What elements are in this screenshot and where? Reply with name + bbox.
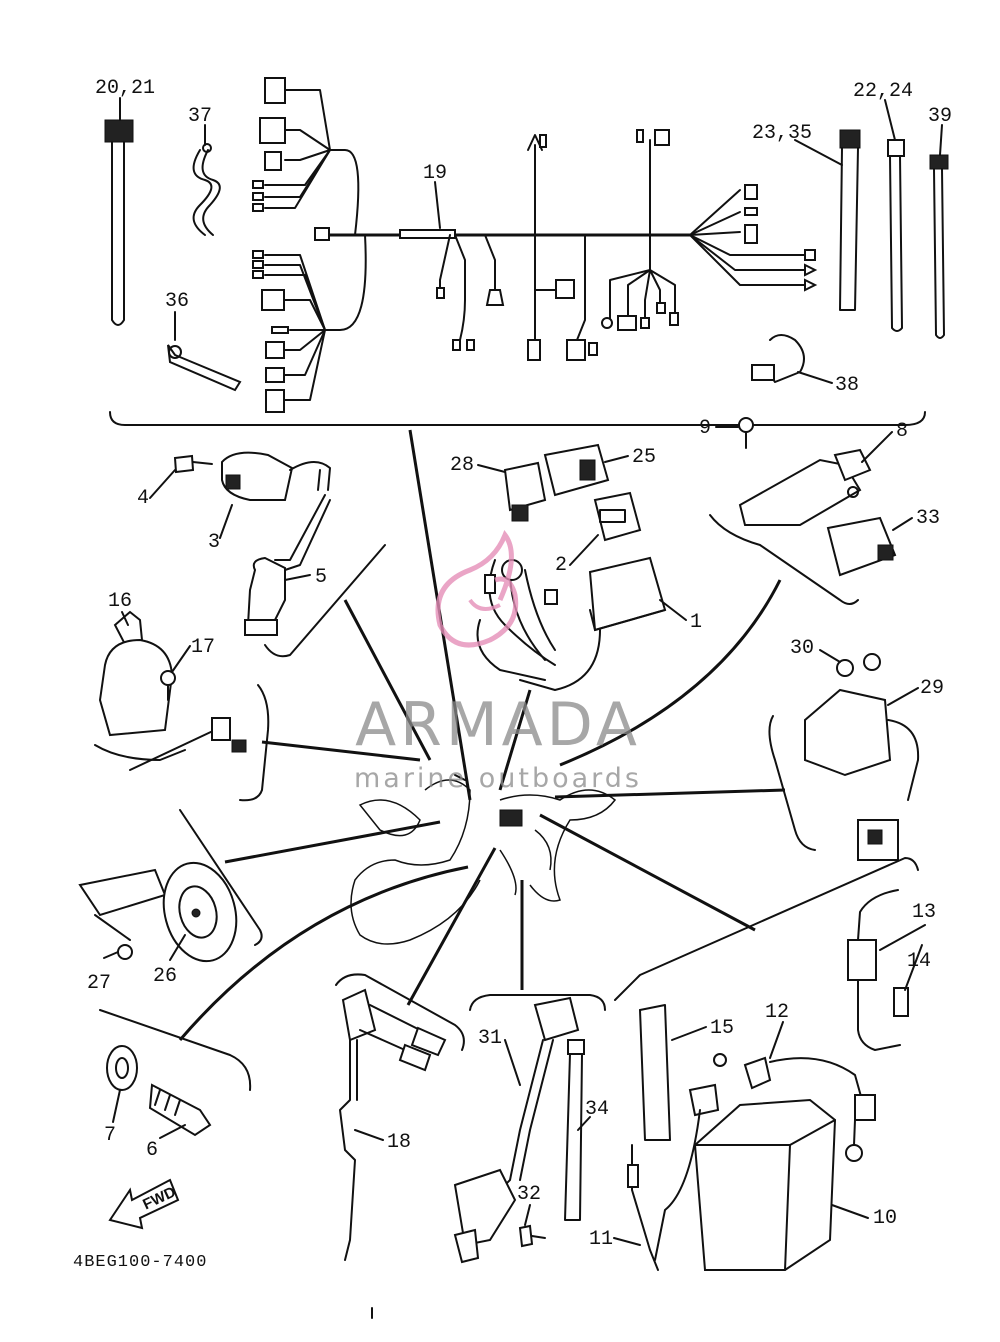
neutral-switch (106, 1045, 212, 1137)
battery-10 (693, 1098, 837, 1271)
screw-17 (160, 670, 176, 701)
callout-28: 28 (450, 454, 474, 477)
callout-10: 10 (873, 1207, 897, 1230)
bolt-4 (173, 454, 213, 474)
leader-lines (178, 429, 786, 1041)
callout-27: 27 (87, 972, 111, 995)
callout-6: 6 (146, 1139, 158, 1162)
watermark-title: ARMADA (355, 690, 641, 760)
ignition-coil (221, 451, 331, 501)
relay-33 (826, 516, 897, 577)
callout-7: 7 (104, 1124, 116, 1147)
fwd-arrow-icon: FWD (108, 1178, 180, 1230)
harness-group-bracket (109, 411, 926, 426)
callout-labels: 20,21 37 19 22,24 39 23,35 36 38 4 3 5 2… (87, 77, 952, 1251)
callout-5: 5 (315, 566, 327, 589)
horn (78, 861, 238, 963)
main-switch (94, 610, 247, 771)
cable-tie-23-35 (839, 129, 861, 311)
fuse-14 (893, 987, 909, 1017)
callout-15: 15 (710, 1017, 734, 1040)
cable-bracket (469, 994, 606, 1011)
callout-19: 19 (423, 162, 447, 185)
callout-36: 36 (165, 290, 189, 313)
coil-bracket (264, 544, 386, 658)
callout-16: 16 (108, 590, 132, 613)
cable-tie-20-21 (104, 119, 134, 326)
clip-37 (192, 143, 221, 236)
callout-38: 38 (835, 374, 859, 397)
callout-9: 9 (699, 417, 711, 440)
callout-leaders (103, 97, 943, 1246)
nut-30 (836, 653, 881, 677)
callout-30: 30 (790, 637, 814, 660)
diagram-code: 4BEG100-7400 (73, 1253, 207, 1272)
callout-12: 12 (765, 1001, 789, 1024)
battery-bracket (614, 857, 919, 1001)
cable-tie-34 (564, 1039, 585, 1221)
callout-13: 13 (912, 901, 936, 924)
callout-25: 25 (632, 446, 656, 469)
switch-bracket (239, 684, 270, 802)
callout-18: 18 (387, 1131, 411, 1154)
relay-25 (543, 443, 610, 497)
callout-37: 37 (188, 105, 212, 128)
callout-3: 3 (208, 531, 220, 554)
neutral-bracket (99, 1009, 252, 1091)
callout-31: 31 (478, 1027, 502, 1050)
rectifier-bracket (709, 514, 859, 605)
cable-tie-22-24 (887, 139, 905, 332)
connector-2 (593, 491, 642, 542)
fuse-13 (847, 889, 901, 1051)
callout-2: 2 (555, 554, 567, 577)
callout-23-35: 23,35 (752, 122, 812, 145)
callout-34: 34 (585, 1098, 609, 1121)
callout-20-21: 20,21 (95, 77, 155, 100)
watermark-subtitle: marine outboards (354, 763, 642, 794)
callout-8: 8 (896, 420, 908, 443)
callout-32: 32 (517, 1183, 541, 1206)
callout-17: 17 (191, 636, 215, 659)
cable-tie-39 (929, 154, 949, 339)
callout-4: 4 (137, 487, 149, 510)
callout-29: 29 (920, 677, 944, 700)
battery-cable-12 (713, 1053, 876, 1162)
callout-33: 33 (916, 507, 940, 530)
starter-relay (804, 688, 920, 861)
bolt-9 (738, 417, 754, 449)
rectifier-8 (738, 448, 872, 526)
cdi-leads (476, 619, 546, 681)
relay-bracket (768, 715, 816, 851)
horn-bracket (179, 809, 263, 946)
frame-outline (350, 774, 617, 945)
relay-28 (503, 461, 547, 522)
callout-26: 26 (153, 965, 177, 988)
watermark-logo-icon (435, 529, 519, 648)
callout-39: 39 (928, 105, 952, 128)
callout-11: 11 (589, 1228, 613, 1251)
sensor-18 (339, 988, 447, 1261)
bolt-32 (518, 1224, 546, 1248)
callout-22-24: 22,24 (853, 80, 913, 103)
clamp-38 (751, 334, 805, 383)
battery-strap-15 (639, 1004, 671, 1141)
starter-cable-31 (453, 996, 580, 1264)
band-36 (167, 344, 242, 392)
callout-1: 1 (690, 611, 702, 634)
battery-cable-11 (627, 1083, 720, 1271)
wire-harness (252, 77, 818, 413)
plug-cap-5 (244, 494, 331, 636)
